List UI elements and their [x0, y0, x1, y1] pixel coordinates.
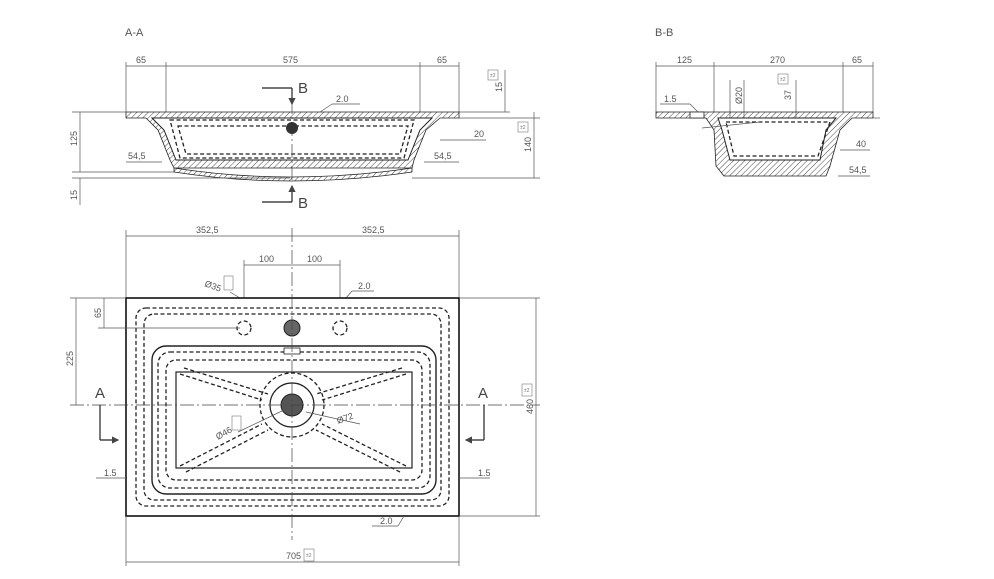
section-marker-b-top: B — [298, 80, 308, 97]
svg-text:±2: ±2 — [306, 553, 312, 559]
svg-text:±2: ±2 — [490, 73, 496, 79]
section-bb: B-B 125 270 65 Ø20 ±2 37 1.5 40 54,5 — [655, 27, 880, 177]
dim-bb-back-rim: 65 — [852, 55, 862, 65]
dim-plan-tap-hole: Ø35 — [203, 278, 222, 293]
section-marker-a-left: A — [95, 385, 105, 402]
dim-plan-half-right: 352,5 — [362, 225, 385, 235]
section-aa: A-A 65 575 65 15 ±2 2.0 — [69, 27, 540, 212]
tolerance-mark — [487, 69, 499, 81]
dim-aa-left-rim: 65 — [136, 55, 146, 65]
flatness-aa: 2.0 — [336, 94, 349, 104]
dim-plan-depth: 460 — [525, 399, 535, 414]
dim-bb-front: 125 — [677, 55, 692, 65]
dim-bb-bowl-back: 54,5 — [849, 165, 867, 175]
flatness-bb: 1.5 — [664, 94, 677, 104]
dim-aa-wall: 20 — [474, 129, 484, 139]
dim-bb-hole: Ø20 — [734, 87, 744, 104]
svg-text:±2: ±2 — [780, 77, 786, 83]
svg-text:±2: ±2 — [520, 125, 526, 131]
dim-bb-wall: 40 — [856, 139, 866, 149]
dim-plan-drain-from-back: 225 — [65, 351, 75, 366]
section-marker-a-right: A — [478, 385, 488, 402]
dim-plan-half-left: 352,5 — [196, 225, 219, 235]
dim-plan-tap-left: 100 — [259, 254, 274, 264]
dim-aa-bowl-left: 54,5 — [128, 151, 146, 161]
plan-view: 352,5 352,5 100 100 Ø35 2.0 — [65, 225, 540, 566]
dim-aa-total-height: 140 — [523, 137, 533, 152]
dim-bb-bowl-depth: 270 — [770, 55, 785, 65]
dim-aa-thickness: 15 — [494, 82, 504, 92]
flatness-plan-bottom: 2.0 — [380, 516, 393, 526]
dim-aa-right-rim: 65 — [437, 55, 447, 65]
dim-aa-inner-width: 575 — [283, 55, 298, 65]
dim-bb-hole-offset: 37 — [783, 90, 793, 100]
section-marker-b-bottom: B — [298, 195, 308, 212]
flatness-plan-left: 1.5 — [104, 468, 117, 478]
section-bb-title: B-B — [655, 27, 673, 39]
dim-aa-bottom-offset: 15 — [69, 190, 79, 200]
section-aa-title: A-A — [125, 27, 144, 39]
dim-plan-tap-right: 100 — [307, 254, 322, 264]
dim-aa-bowl-right: 54,5 — [434, 151, 452, 161]
svg-text:±2: ±2 — [524, 388, 530, 394]
flatness-plan-right: 1.5 — [478, 468, 491, 478]
dim-plan-hole-from-back: 65 — [93, 308, 103, 318]
dim-aa-height-left: 125 — [69, 131, 79, 146]
flatness-plan-top: 2.0 — [358, 281, 371, 291]
dim-plan-width: 705 — [286, 551, 301, 561]
